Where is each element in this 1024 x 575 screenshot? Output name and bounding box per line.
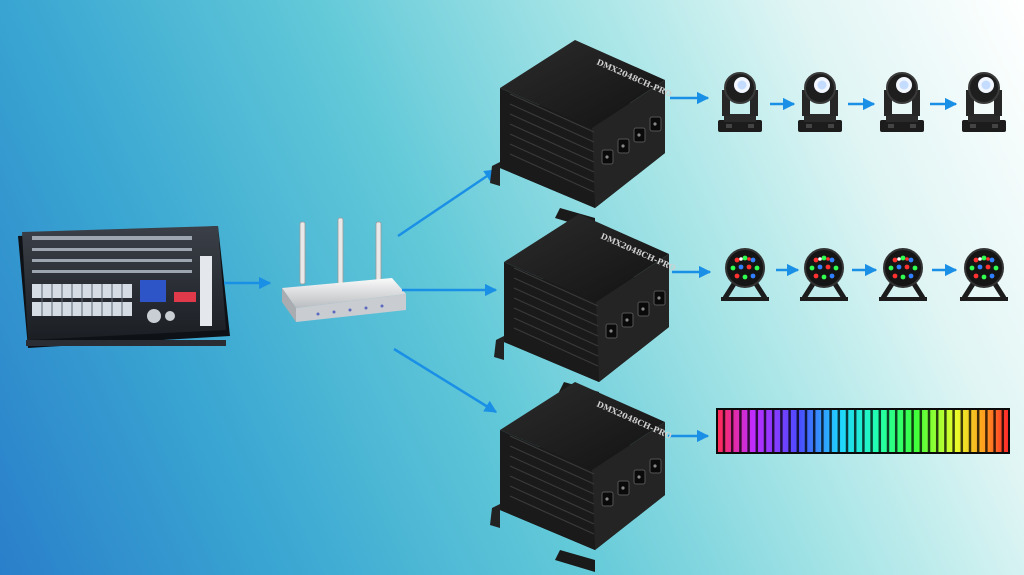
- moving-head-light-icon: [717, 72, 763, 133]
- led-par-light-icon: [721, 249, 769, 299]
- dmx-node-icon: DMX2048CH-PRO: [489, 381, 673, 573]
- dmx-node-icon: DMX2048CH-PRO: [493, 213, 677, 405]
- router-to-node1-arrow: [397, 168, 498, 238]
- led-par-light-icon: [800, 249, 848, 299]
- rgb-led-strip-icon: [716, 408, 1010, 454]
- router-to-node3-arrow: [393, 347, 498, 414]
- moving-head-light-icon: [797, 72, 843, 133]
- led-par-light-icon: [879, 249, 927, 299]
- connection-arrows: [224, 91, 958, 443]
- dmx-node-icon: DMX2048CH-PRO: [489, 39, 673, 231]
- led-par-light-icon: [960, 249, 1008, 299]
- wifi-router-icon: [282, 217, 406, 322]
- lighting-console-icon: [18, 226, 230, 348]
- moving-head-light-icon: [961, 72, 1007, 133]
- moving-head-light-icon: [879, 72, 925, 133]
